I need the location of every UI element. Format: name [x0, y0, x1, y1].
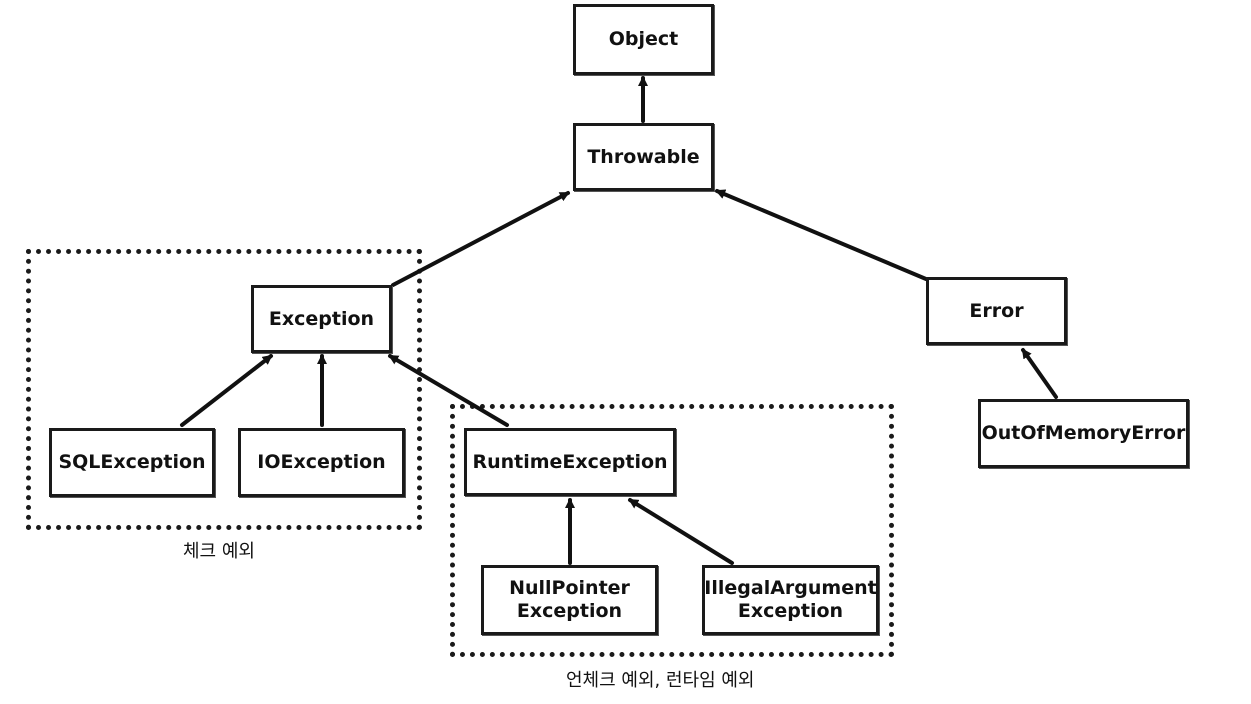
edge-exception-throwable — [391, 191, 570, 287]
unchecked-exception-group — [450, 404, 894, 657]
exception-label: Exception — [268, 307, 375, 330]
sqlexception-node: SQLException — [49, 428, 215, 497]
throwable-label: Throwable — [587, 145, 700, 168]
object-label: Object — [608, 28, 679, 50]
outofmemoryerror-node: OutOfMemoryError — [978, 399, 1189, 468]
runtimeexception-label: RuntimeException — [472, 450, 668, 473]
error-label: Error — [969, 299, 1024, 322]
ioexception-label: IOException — [257, 451, 386, 473]
nullpointerexception-label-line1: NullPointer — [509, 577, 630, 599]
unchecked-exception-caption: 언체크 예외, 런타임 예외 — [566, 670, 755, 691]
nullpointerexception-node: NullPointer Exception — [481, 565, 658, 635]
nullpointerexception-label-line2: Exception — [516, 600, 623, 622]
edge-sqlexception-exception — [180, 354, 273, 427]
ioexception-node: IOException — [238, 428, 405, 497]
checked-exception-caption: 체크 예외 — [183, 541, 255, 562]
outofmemoryerror-label: OutOfMemoryError — [981, 422, 1186, 444]
illegalargumentexception-node: IllegalArgument Exception — [702, 565, 879, 635]
object-node: Object — [573, 4, 714, 75]
edge-error-throwable — [715, 189, 928, 281]
exception-node: Exception — [251, 285, 392, 353]
edge-illegalargumentexception-runtimeexception — [628, 498, 734, 565]
checked-exception-group — [26, 249, 422, 530]
illegalargumentexception-label-line2: Exception — [737, 600, 844, 622]
sqlexception-label: SQLException — [58, 451, 206, 473]
edge-outofmemoryerror-error — [1021, 348, 1058, 399]
throwable-node: Throwable — [573, 123, 714, 191]
error-node: Error — [926, 277, 1067, 345]
edge-runtimeexception-exception — [388, 354, 509, 427]
illegalargumentexception-label-line1: IllegalArgument — [704, 577, 877, 599]
runtimeexception-node: RuntimeException — [464, 428, 676, 496]
